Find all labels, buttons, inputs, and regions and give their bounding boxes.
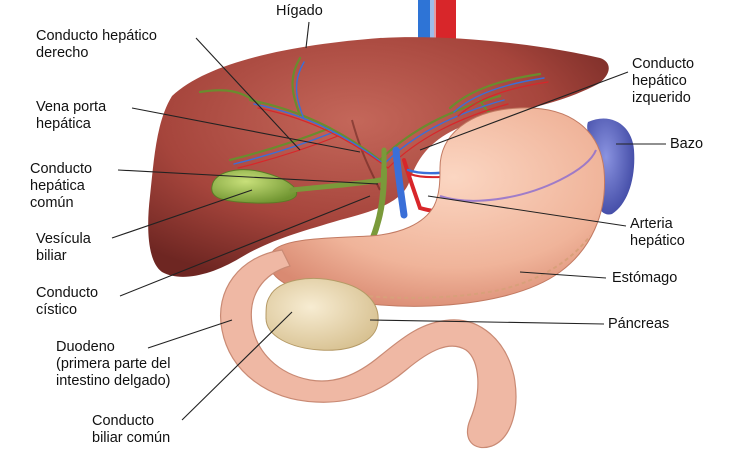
- label-pancreas: Páncreas: [608, 316, 670, 332]
- label-bazo: Bazo: [670, 136, 704, 152]
- label-higado: Hígado: [276, 3, 323, 19]
- stomach: [268, 107, 606, 307]
- label-arteria-hepatica: Arteria hepático: [630, 216, 685, 249]
- label-duodeno: Duodeno (primera parte del intestino del…: [56, 339, 171, 389]
- label-conducto-hepatico-derecho: Conducto hepático derecho: [36, 28, 157, 61]
- liver-vessels: [198, 56, 549, 169]
- leader-lines: [111, 21, 666, 421]
- duodenum: [220, 249, 517, 449]
- label-vena-porta: Vena porta hepática: [36, 99, 107, 132]
- label-conducto-hepatica-comun: Conducto hepática común: [30, 161, 93, 211]
- label-conducto-biliar-comun: Conducto biliar común: [92, 413, 171, 446]
- stomach-curvature-vessels: [439, 149, 597, 202]
- pancreas: [265, 277, 379, 351]
- label-vesicula-biliar: Vesícula biliar: [36, 231, 91, 264]
- label-conducto-cistico: Conducto cístico: [36, 285, 99, 318]
- label-conducto-hepatico-izquierdo: Conducto hepático izquerido: [632, 56, 695, 106]
- label-estomago: Estómago: [612, 270, 678, 286]
